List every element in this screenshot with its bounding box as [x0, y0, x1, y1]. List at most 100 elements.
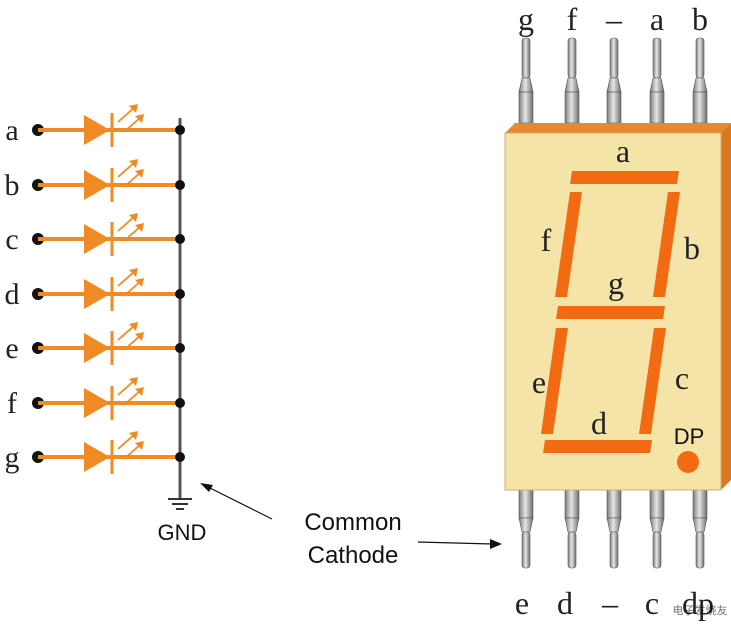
pin-label-a: a — [5, 114, 18, 147]
bottom-pin-label-5: dp — [682, 585, 714, 621]
light-arrow-icon — [117, 161, 136, 178]
callout-arrow-left — [205, 485, 273, 520]
segment-label-b: b — [684, 230, 700, 266]
pin-label-g: g — [5, 441, 20, 474]
light-arrow-icon — [123, 225, 142, 242]
top-pin-label-4: a — [650, 1, 664, 37]
segment-label-e: e — [532, 364, 546, 400]
top-pin-label-5: b — [692, 1, 708, 37]
callout-arrowhead-left — [200, 483, 213, 492]
seven-segment-display: a f b g e c d DP g f – a b e d – c dp 电子… — [504, 1, 731, 621]
bottom-pin-label-2: d — [557, 585, 573, 621]
light-arrow-icon — [117, 215, 136, 232]
diode-icon — [84, 333, 110, 363]
top-pin-label-3: – — [605, 1, 623, 37]
diode-icon — [84, 170, 110, 200]
segment-labels: a f b g e c d — [532, 133, 700, 441]
light-arrowhead — [129, 322, 138, 331]
light-arrow-icon — [123, 280, 142, 297]
light-arrow-icon — [123, 443, 142, 460]
pin-label-f: f — [7, 387, 17, 420]
bus-node — [175, 180, 185, 190]
callout-line1: Common — [304, 509, 401, 536]
pin-label-e: e — [5, 332, 18, 365]
segment-a — [570, 171, 679, 184]
segment-c — [639, 328, 666, 434]
top-pin-5 — [692, 37, 708, 124]
top-pin-2 — [564, 37, 580, 124]
light-arrowhead — [135, 114, 144, 123]
top-pin-3 — [606, 37, 622, 124]
light-arrow-icon — [123, 171, 142, 188]
segment-f — [555, 192, 582, 297]
light-arrow-icon — [117, 324, 136, 341]
light-arrow-icon — [117, 433, 136, 450]
led-row-c: c — [5, 213, 185, 256]
bus-node — [175, 398, 185, 408]
bottom-pin-4 — [649, 489, 665, 569]
gnd-label: GND — [158, 520, 207, 545]
light-arrowhead — [129, 377, 138, 386]
watermark: 电子发烧友 — [673, 603, 728, 617]
bus-node — [175, 125, 185, 135]
segment-g — [556, 306, 665, 319]
light-arrow-icon — [123, 389, 142, 406]
callout-line2: Cathode — [308, 542, 399, 569]
bottom-pin-3 — [606, 489, 622, 569]
light-arrowhead — [129, 104, 138, 113]
segment-label-c: c — [675, 360, 689, 396]
bottom-pin-2 — [564, 489, 580, 569]
bus-node — [175, 452, 185, 462]
callout-arrow-right — [417, 541, 493, 545]
pin-label-d: d — [5, 278, 20, 311]
bottom-pin-labels: e d – c dp — [515, 585, 714, 621]
light-arrowhead — [135, 387, 144, 396]
top-pin-label-2: f — [567, 1, 578, 37]
segment-e — [541, 328, 568, 434]
led-row-g: g — [5, 431, 185, 474]
segment-dp — [677, 451, 699, 473]
segment-label-f: f — [541, 222, 552, 258]
diode-icon — [84, 115, 110, 145]
light-arrowhead — [129, 213, 138, 222]
light-arrowhead — [129, 268, 138, 277]
segment-label-g: g — [608, 265, 624, 301]
light-arrowhead — [135, 223, 144, 232]
pin-label-b: b — [5, 169, 20, 202]
bus-node — [175, 289, 185, 299]
led-row-f: f — [7, 377, 185, 420]
light-arrowhead — [129, 159, 138, 168]
diode-icon — [84, 388, 110, 418]
segment-label-d: d — [591, 405, 607, 441]
light-arrow-icon — [117, 106, 136, 123]
diode-icon — [84, 442, 110, 472]
ground-icon — [168, 498, 192, 510]
light-arrowhead — [135, 169, 144, 178]
segments — [541, 171, 699, 473]
top-pin-labels: g f – a b — [518, 1, 708, 37]
led-row-e: e — [5, 322, 185, 365]
display-body-side — [721, 123, 731, 490]
segment-label-dp: DP — [674, 424, 705, 449]
pin-label-c: c — [5, 223, 18, 256]
light-arrowhead — [135, 441, 144, 450]
bottom-pin-label-3: – — [601, 585, 619, 621]
common-cathode-callout: Common Cathode — [200, 483, 502, 569]
segment-label-a: a — [616, 133, 630, 169]
bottom-pin-label-4: c — [645, 585, 659, 621]
segment-b — [653, 192, 680, 297]
top-pin-4 — [649, 37, 665, 124]
led-row-d: d — [5, 268, 185, 311]
bottom-pin-label-1: e — [515, 585, 529, 621]
top-pin-label-1: g — [518, 1, 534, 37]
led-row-a: a — [5, 104, 185, 147]
bus-node — [175, 234, 185, 244]
display-body-top — [505, 123, 731, 133]
diode-icon — [84, 279, 110, 309]
top-pin-1 — [518, 37, 534, 124]
callout-arrowhead-right — [490, 539, 502, 549]
light-arrow-icon — [123, 116, 142, 133]
light-arrow-icon — [117, 270, 136, 287]
